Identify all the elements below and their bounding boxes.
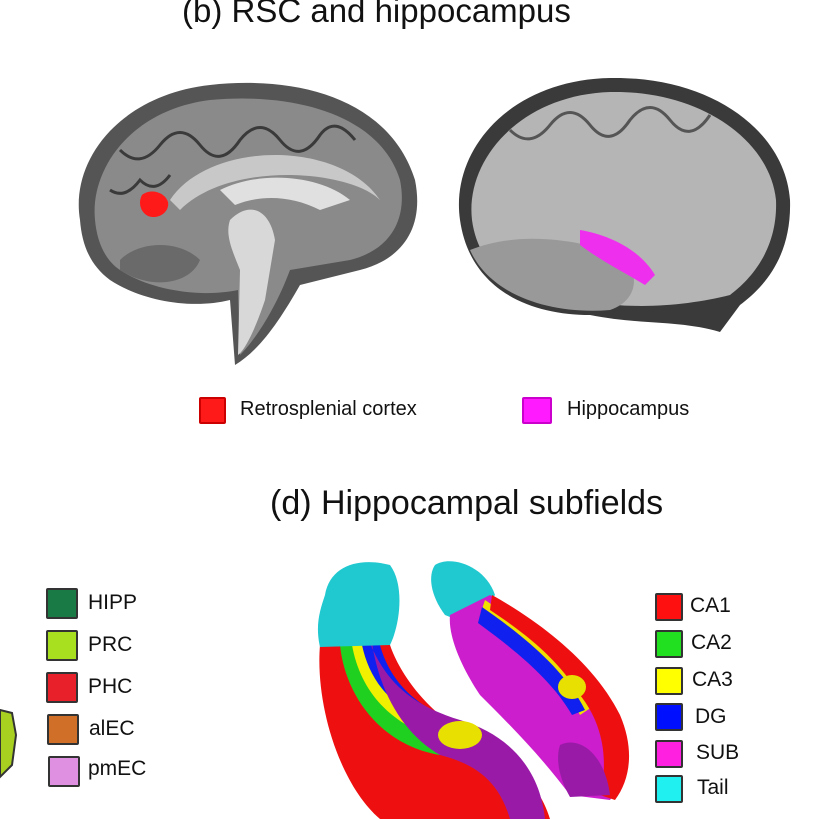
legend-swatch-pmec [48,756,80,787]
hippocampus-region [580,230,655,285]
legend-label-dg: DG [695,705,727,728]
legend-label-hippocampus: Hippocampus [567,398,690,420]
legend-label-tail: Tail [697,776,729,799]
legend-swatch-tail [655,775,683,803]
legend-label-ca1: CA1 [690,594,731,617]
legend-label-ca2: CA2 [691,631,732,654]
legend-swatch-hipp [46,588,78,619]
hippocampal-subfields-render [317,561,630,819]
sagittal-brain-hippocampus-image [458,77,791,332]
legend-swatch-ca2 [655,630,683,658]
legend-swatch-sub [655,740,683,768]
panel-d-title: (d) Hippocampal subfields [270,484,664,522]
legend-label-alec: alEC [89,717,135,740]
legend-swatch-phc [46,672,78,703]
legend-swatch-dg [655,703,683,731]
legend-swatch-hippocampus [522,397,552,424]
legend-swatch-alec [47,714,79,745]
legend-label-hipp: HIPP [88,591,138,614]
legend-label-pmec: pmEC [88,757,147,780]
retrosplenial-cortex-region [140,191,169,218]
legend-label-prc: PRC [88,633,133,656]
sagittal-brain-rsc-image [78,82,418,366]
legend-swatch-ca1 [655,593,683,621]
legend-swatch-ca3 [655,667,683,695]
mtl-cortex-render-partial [0,708,18,779]
legend-swatch-prc [46,630,78,661]
legend-label-ca3: CA3 [692,668,733,691]
panel-b-title: (b) RSC and hippocampus [182,0,571,29]
legend-label-phc: PHC [88,675,133,698]
legend-label-sub: SUB [696,741,740,764]
legend-swatch-retrosplenial-cortex [199,397,226,424]
legend-label-retrosplenial-cortex: Retrosplenial cortex [240,398,417,420]
